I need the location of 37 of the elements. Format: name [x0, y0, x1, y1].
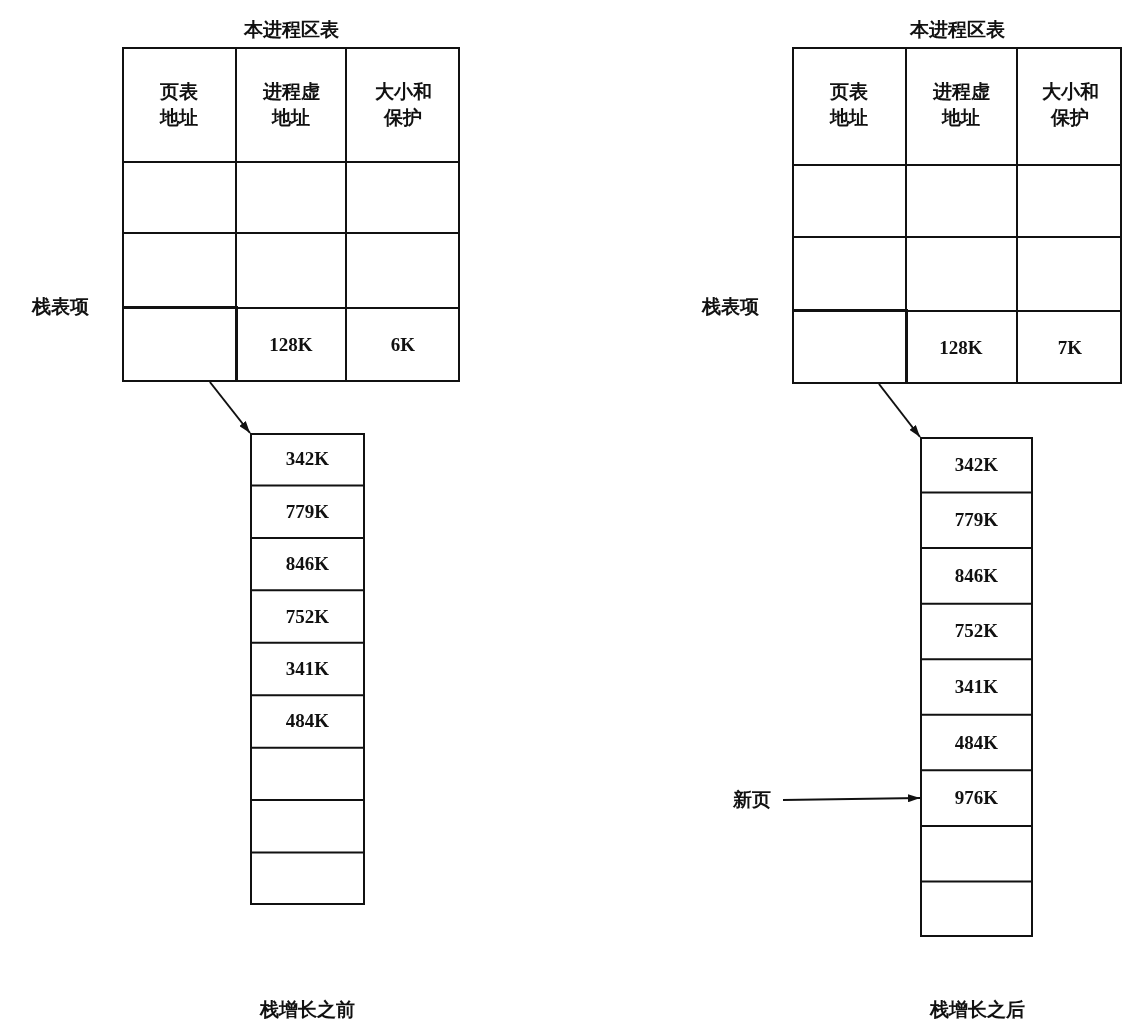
- arrow: [208, 381, 251, 434]
- table-cell: [122, 306, 238, 382]
- page-number: 341K: [285, 658, 330, 680]
- page-number: 484K: [285, 710, 330, 733]
- table-cell-text: 128K: [939, 336, 983, 361]
- column-header: 页表地址: [828, 80, 869, 130]
- column-header: 大小和保护: [373, 80, 433, 130]
- table-cell-text: 7K: [1057, 336, 1083, 361]
- page-number: 341K: [954, 676, 999, 698]
- table-title: 本进程区表: [909, 18, 1005, 42]
- page-stack: [250, 433, 365, 905]
- page-number: 976K: [954, 787, 999, 810]
- column-header: 进程虚地址: [931, 80, 991, 130]
- table-cell-text: 128K: [269, 333, 313, 358]
- page-number: 779K: [285, 500, 330, 523]
- row-label: 栈表项: [31, 295, 89, 320]
- column-header: 页表地址: [158, 80, 199, 130]
- page-number: 846K: [285, 553, 330, 576]
- page-number: 779K: [954, 509, 999, 532]
- column-header: 大小和保护: [1040, 80, 1100, 130]
- table-title: 本进程区表: [243, 18, 339, 42]
- page-number: 342K: [285, 448, 330, 471]
- row-label: 栈表项: [701, 295, 759, 320]
- arrow: [878, 383, 921, 438]
- pointer-label: 新页: [733, 786, 771, 814]
- caption: 栈增长之前: [259, 998, 355, 1023]
- page-number: 752K: [285, 605, 330, 628]
- arrow: [782, 794, 921, 803]
- column-header: 进程虚地址: [261, 80, 321, 130]
- page-number: 484K: [954, 731, 999, 754]
- page-stack: [920, 437, 1033, 937]
- page-number: 846K: [954, 564, 999, 587]
- table-cell: [792, 309, 908, 384]
- caption: 栈增长之后: [929, 998, 1025, 1023]
- table-cell-text: 6K: [390, 333, 416, 358]
- page-number: 752K: [954, 620, 999, 643]
- page-number: 342K: [954, 453, 999, 476]
